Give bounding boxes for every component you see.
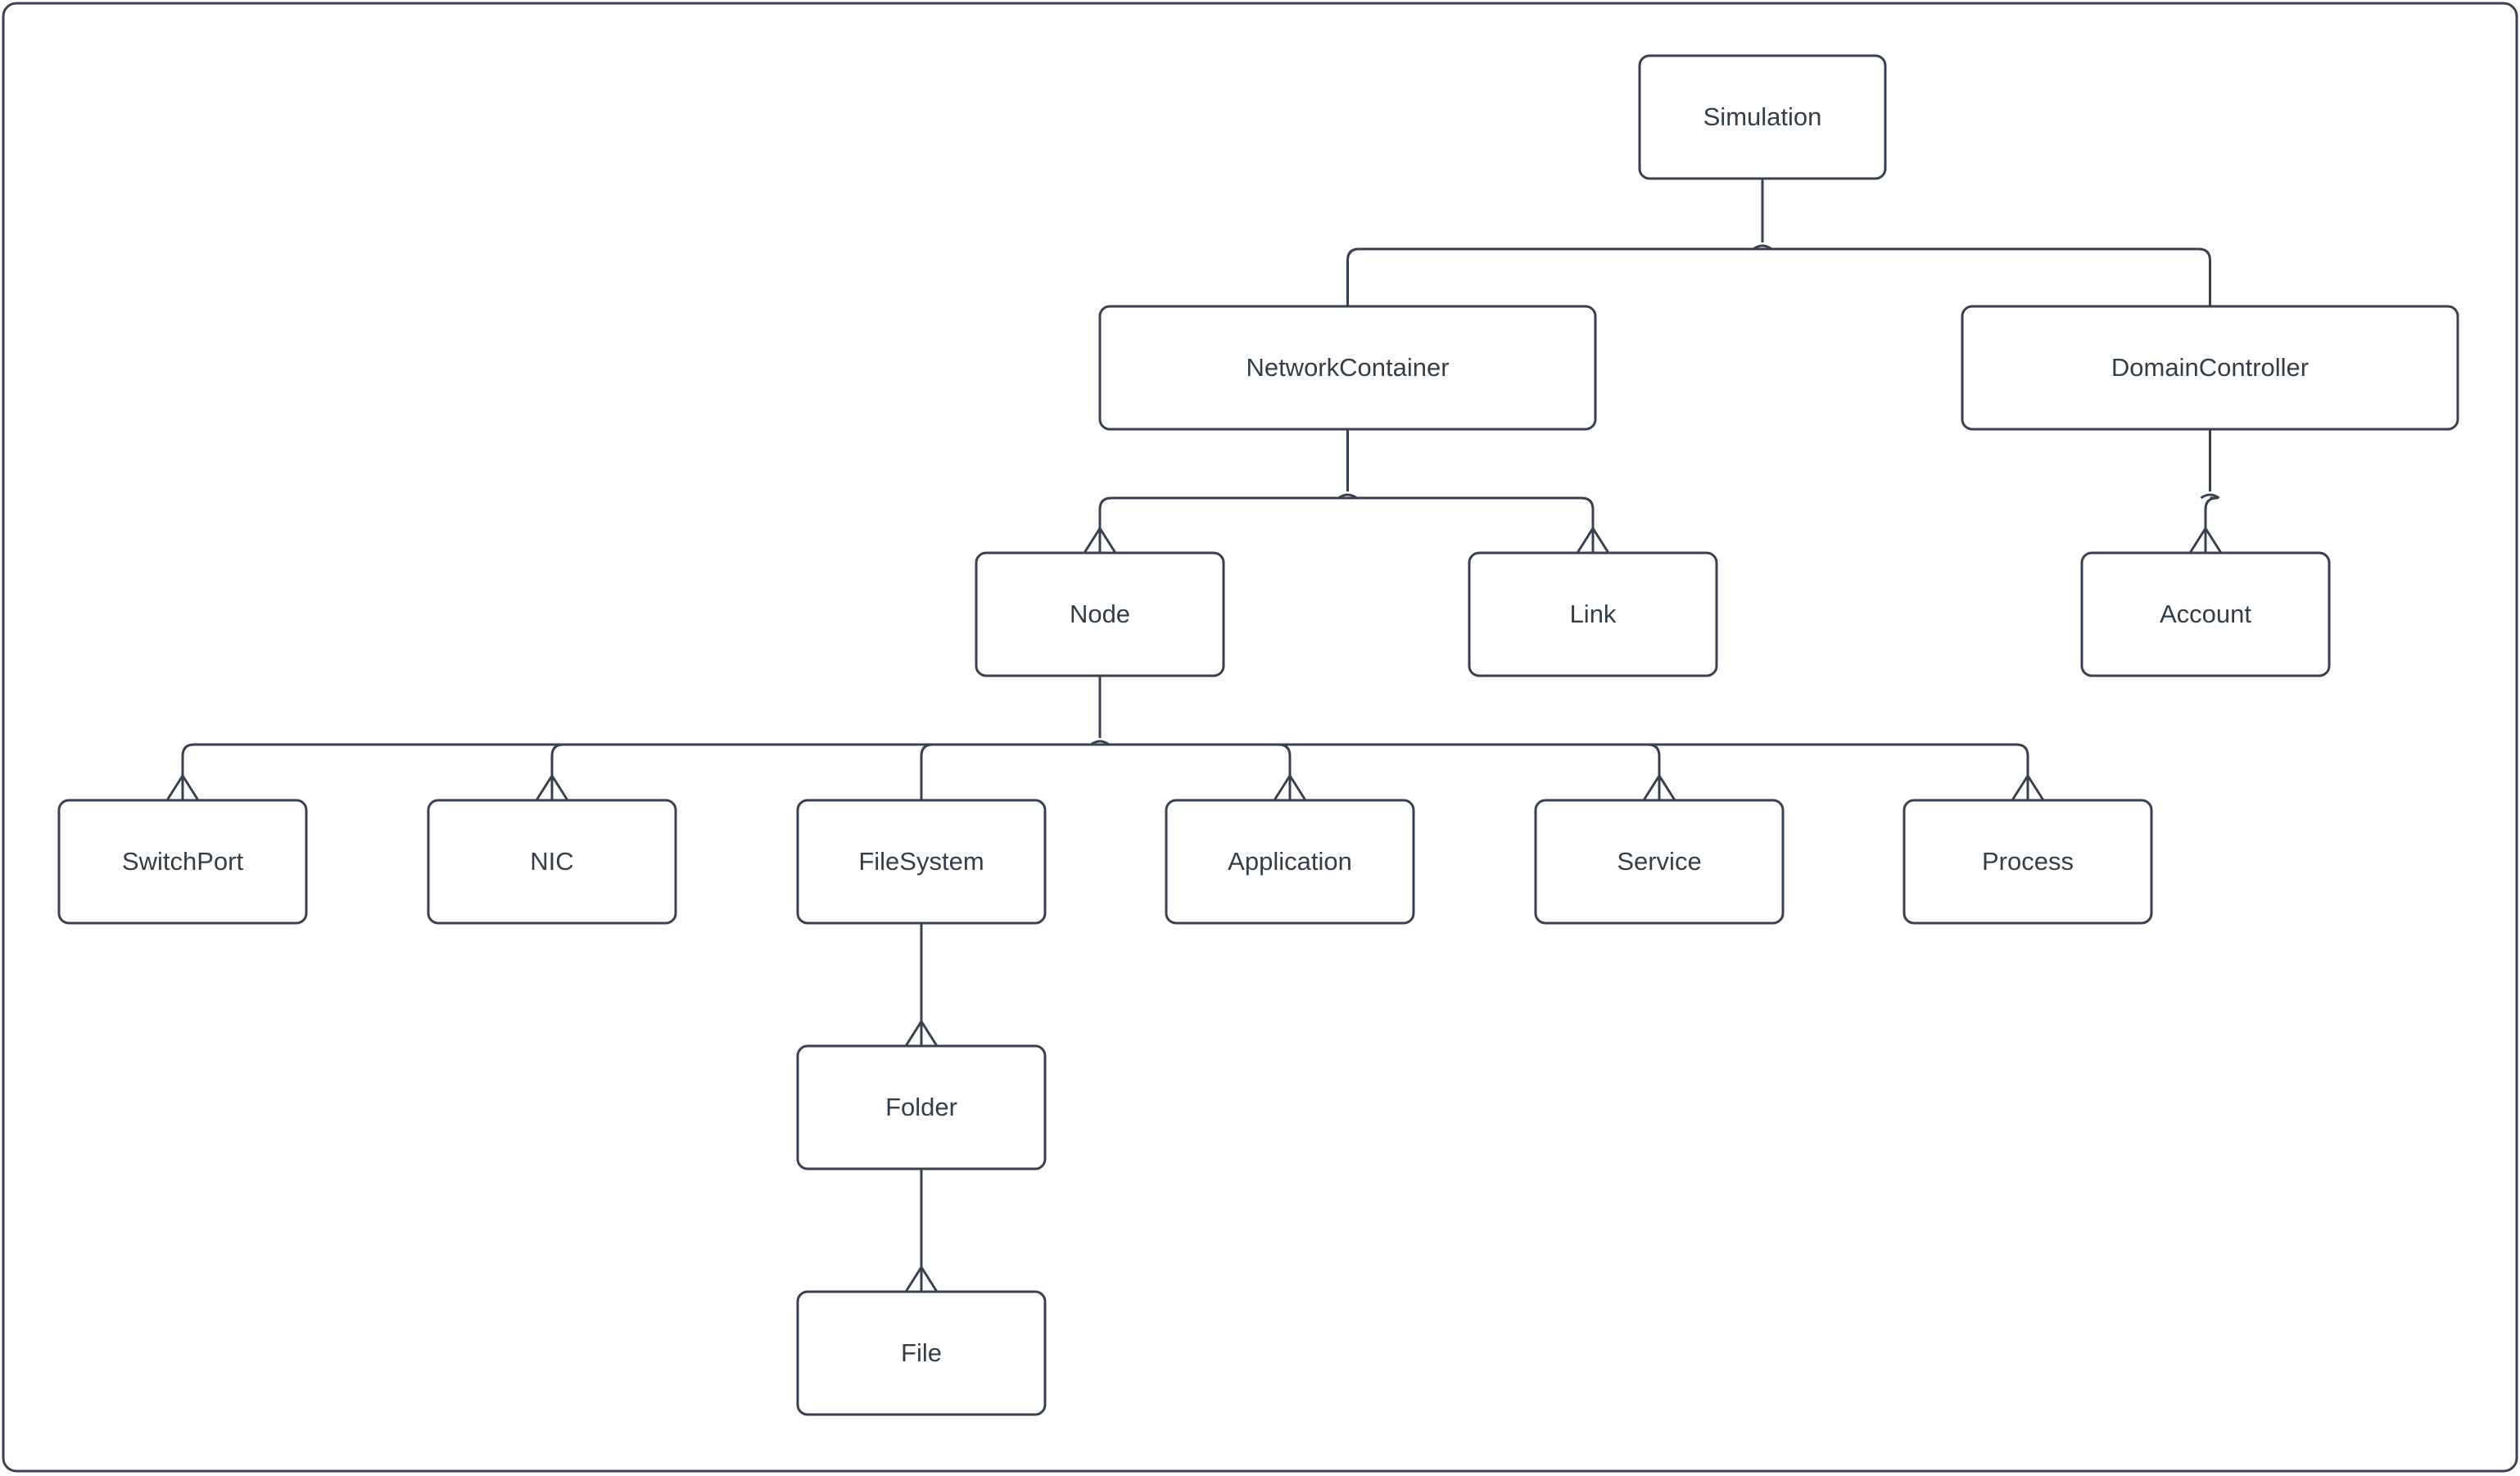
class-node-simulation[interactable]: Simulation [1638, 54, 1887, 180]
class-label-link: Link [1570, 600, 1617, 628]
class-node-application[interactable]: Application [1165, 799, 1415, 925]
class-label-networkcontainer: NetworkContainer [1246, 353, 1449, 382]
class-label-process: Process [1982, 847, 2074, 876]
class-box-domaincontroller[interactable] [1961, 305, 2459, 431]
class-node-process[interactable]: Process [1902, 799, 2153, 925]
class-label-simulation: Simulation [1703, 102, 1822, 131]
class-label-account: Account [2160, 600, 2251, 628]
class-box-application[interactable] [1165, 799, 1415, 925]
class-node-filesystem[interactable]: FileSystem [796, 799, 1047, 925]
generalization-arrowhead [1642, 773, 1676, 801]
class-box-process[interactable] [1902, 799, 2153, 925]
generalization-arrowhead [904, 1019, 939, 1047]
edge-layer [165, 179, 2223, 1293]
class-label-node: Node [1070, 600, 1130, 628]
generalization-arrowhead [2188, 526, 2223, 554]
class-node-file[interactable]: File [796, 1290, 1047, 1416]
class-box-switchport[interactable] [57, 799, 308, 925]
class-node-service[interactable]: Service [1534, 799, 1785, 925]
class-node-switchport[interactable]: SwitchPort [57, 799, 308, 925]
generalization-arrowhead [1273, 773, 1307, 801]
generalization-arrowhead [165, 773, 200, 801]
class-node-folder[interactable]: Folder [796, 1044, 1047, 1170]
class-node-networkcontainer[interactable]: NetworkContainer [1098, 305, 1597, 431]
class-box-folder[interactable] [796, 1044, 1047, 1170]
class-label-nic: NIC [530, 847, 573, 876]
class-label-service: Service [1617, 847, 1701, 876]
class-box-node[interactable] [975, 551, 1225, 677]
class-label-application: Application [1228, 847, 1352, 876]
class-box-account[interactable] [2080, 551, 2331, 677]
class-box-nic[interactable] [427, 799, 677, 925]
generalization-arrowhead [1576, 526, 1610, 554]
class-label-folder: Folder [885, 1093, 957, 1121]
class-box-service[interactable] [1534, 799, 1785, 925]
edge-node-to-nic [550, 743, 1100, 800]
class-node-domaincontroller[interactable]: DomainController [1961, 305, 2459, 431]
class-box-networkcontainer[interactable] [1098, 305, 1597, 431]
class-node-node[interactable]: Node [975, 551, 1225, 677]
class-label-domaincontroller: DomainController [2111, 353, 2309, 382]
class-box-simulation[interactable] [1638, 54, 1887, 180]
edge-simulation-to-networkcontainer [1346, 247, 1762, 306]
generalization-arrowhead [904, 1265, 939, 1293]
generalization-arrowhead [535, 773, 569, 801]
class-label-file: File [901, 1338, 942, 1367]
edge-node-to-switchport [181, 743, 1100, 800]
edge-domaincontroller-to-account [2204, 496, 2219, 553]
class-box-file[interactable] [796, 1290, 1047, 1416]
class-label-filesystem: FileSystem [858, 847, 984, 876]
class-label-switchport: SwitchPort [122, 847, 244, 876]
edge-simulation-to-domaincontroller [1762, 247, 2211, 306]
class-box-link[interactable] [1468, 551, 1718, 677]
class-node-link[interactable]: Link [1468, 551, 1718, 677]
generalization-arrowhead [2011, 773, 2045, 801]
edge-node-to-filesystem [920, 743, 1100, 800]
class-node-account[interactable]: Account [2080, 551, 2331, 677]
edge-node-to-process [1100, 743, 2029, 800]
class-box-filesystem[interactable] [796, 799, 1047, 925]
generalization-arrowhead [1083, 526, 1117, 554]
edge-networkcontainer-to-node [1098, 496, 1348, 553]
class-node-nic[interactable]: NIC [427, 799, 677, 925]
edge-networkcontainer-to-link [1347, 496, 1595, 553]
